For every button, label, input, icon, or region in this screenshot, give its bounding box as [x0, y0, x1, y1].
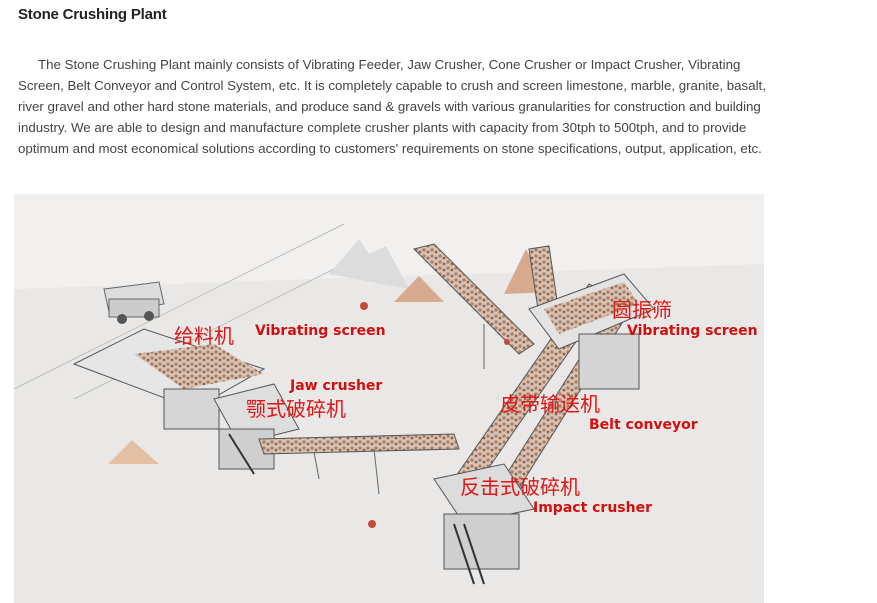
plant-illustration: 给料机 Vibrating screen Jaw crusher 颚式破碎机 圆…	[14, 194, 764, 603]
worker	[360, 302, 368, 310]
dump-truck	[103, 281, 165, 324]
belt-conveyor-label: Belt conveyor	[589, 417, 698, 433]
support-leg	[313, 451, 320, 480]
worker	[368, 520, 376, 528]
jaw-crusher-unit	[213, 383, 300, 475]
vibrating-screen-left-label: Vibrating screen	[255, 323, 386, 339]
vibrating-feeder	[72, 328, 266, 430]
impact-crusher-cn-label: 反击式破碎机	[460, 475, 580, 499]
intro-paragraph: The Stone Crushing Plant mainly consists…	[18, 57, 766, 156]
support-leg	[373, 448, 380, 495]
belt-conveyor-cn-label: 皮带输送机	[500, 392, 600, 416]
stockpile	[108, 440, 159, 464]
page-title: Stone Crushing Plant	[18, 6, 167, 23]
worker	[504, 339, 510, 345]
belt-conveyor	[258, 433, 460, 455]
belt-conveyor	[413, 243, 535, 355]
jaw-crusher-label: Jaw crusher	[290, 378, 383, 394]
guide-line	[14, 223, 345, 390]
feeder-cn-label: 给料机	[174, 324, 234, 348]
stockpile	[394, 276, 444, 302]
circular-screen-cn-label: 圆振筛	[612, 298, 672, 322]
impact-crusher-unit	[433, 463, 535, 585]
vibrating-screen	[528, 273, 655, 390]
mountain	[329, 239, 409, 289]
vibrating-screen-right-label: Vibrating screen	[627, 323, 758, 339]
jaw-crusher-cn-label: 颚式破碎机	[246, 397, 346, 421]
impact-crusher-label: Impact crusher	[533, 500, 652, 516]
plant-diagram	[14, 223, 764, 603]
